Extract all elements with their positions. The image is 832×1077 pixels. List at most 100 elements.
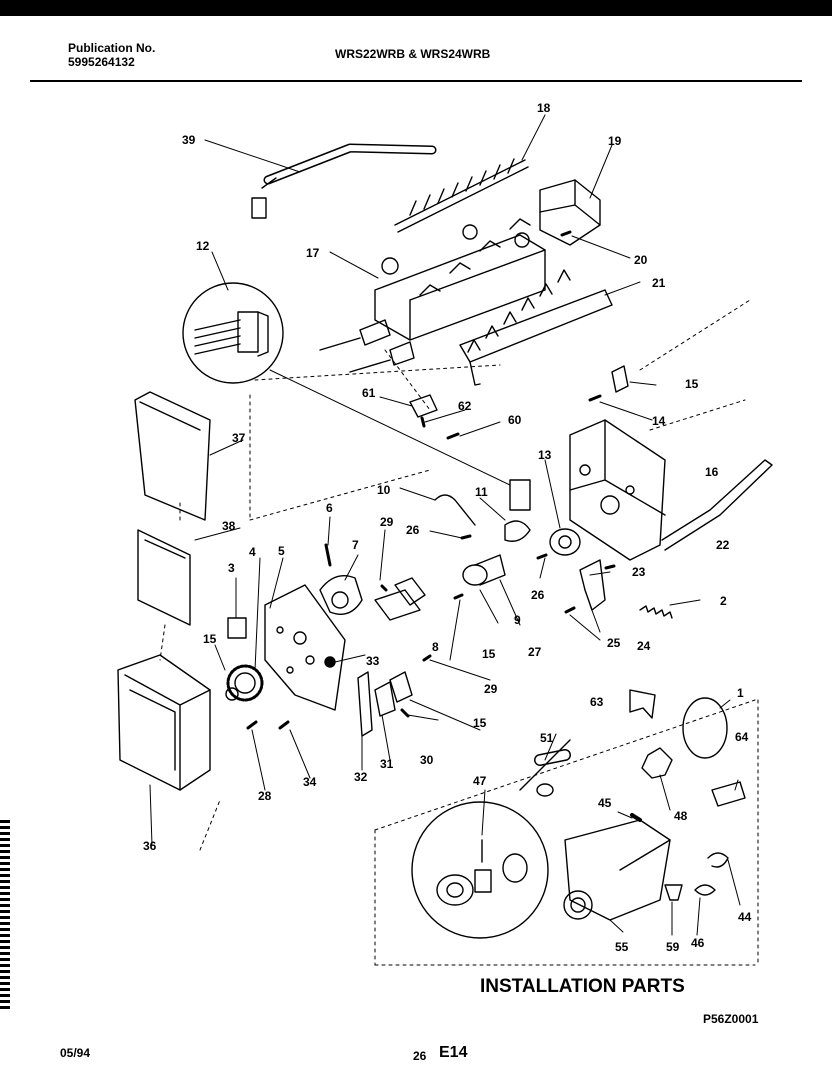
callout-62: 62 — [458, 399, 472, 413]
part-18-ejector — [394, 158, 529, 233]
part-19-mold-cover — [539, 179, 601, 246]
footer-page-number: 26 — [413, 1049, 427, 1063]
part-36-front-cover — [117, 654, 211, 791]
part-15-switch-c — [611, 365, 629, 393]
callout-7: 7 — [352, 538, 359, 552]
callout-25: 25 — [607, 636, 621, 650]
part-17-ice-mold — [319, 218, 546, 373]
callout-2: 2 — [720, 594, 727, 608]
part-21-heater — [459, 269, 613, 386]
callout-36: 36 — [143, 839, 157, 853]
callout-10: 10 — [377, 483, 391, 497]
callout-11: 11 — [475, 485, 488, 499]
publication-label: Publication No. — [68, 41, 156, 55]
part-7-motor — [319, 575, 363, 615]
part-9-shutoff-arm — [462, 554, 506, 586]
callout-33: 33 — [366, 654, 380, 668]
part-12-connector-detail — [182, 282, 284, 384]
callout-9: 9 — [514, 613, 521, 627]
top-black-band — [0, 0, 832, 16]
callout-17: 17 — [306, 246, 320, 260]
leader-lines — [149, 114, 741, 936]
callout-13: 13 — [538, 448, 552, 462]
callout-48: 48 — [674, 809, 688, 823]
callout-61: 61 — [362, 386, 376, 400]
screws — [246, 230, 616, 730]
callout-51: 51 — [540, 731, 554, 745]
callout-34: 34 — [303, 775, 317, 789]
header-rule — [30, 80, 802, 82]
callout-5: 5 — [278, 544, 285, 558]
callout-26-left: 26 — [406, 523, 420, 537]
callout-21: 21 — [652, 276, 666, 290]
callout-16: 16 — [705, 465, 719, 479]
callout-55: 55 — [615, 940, 629, 954]
callout-63: 63 — [590, 695, 604, 709]
part-15-switch-a — [394, 577, 426, 606]
callout-35: 15 — [203, 632, 217, 646]
callout-19: 19 — [608, 134, 622, 148]
part-24-lever — [579, 559, 606, 611]
part-38-instruction-sheet — [137, 529, 191, 626]
callout-18: 18 — [537, 101, 551, 115]
callout-39: 39 — [182, 133, 196, 147]
callout-1: 1 — [737, 686, 744, 700]
publication-number: 5995264132 — [68, 55, 135, 69]
part-32-bracket — [357, 671, 373, 737]
callout-8: 8 — [432, 640, 439, 654]
callout-12: 12 — [196, 239, 210, 253]
callout-15-top: 15 — [685, 377, 699, 391]
part-8-switch — [374, 589, 421, 621]
callout-24: 24 — [637, 639, 651, 653]
figure-code: P56Z0001 — [703, 1012, 759, 1026]
part-39-wire-harness — [251, 143, 437, 219]
callout-4: 4 — [249, 545, 256, 559]
callout-20: 20 — [634, 253, 648, 267]
scan-edge-marks — [0, 820, 10, 1010]
callout-59: 59 — [666, 940, 680, 954]
model-numbers: WRS22WRB & WRS24WRB — [335, 47, 491, 61]
part-16-support — [569, 419, 666, 561]
callout-47: 47 — [473, 774, 487, 788]
part-15-switch-top — [509, 479, 531, 511]
part-11-clip — [504, 520, 531, 542]
callout-29-lower: 29 — [484, 682, 498, 696]
callout-14: 14 — [652, 414, 666, 428]
callout-23: 23 — [632, 565, 646, 579]
callout-26-right: 26 — [531, 588, 545, 602]
part-5-mounting-plate — [264, 584, 346, 711]
part-13-cam — [549, 528, 581, 556]
part-37-manual — [134, 391, 211, 521]
part-2-spring — [639, 605, 673, 619]
callout-31: 31 — [380, 757, 394, 771]
part-31-cam-follower — [374, 681, 396, 717]
part-3-label — [227, 617, 247, 639]
callout-6: 6 — [326, 501, 333, 515]
part-4-gear — [225, 664, 264, 702]
part-61-bracket — [409, 394, 438, 418]
callout-30: 30 — [420, 753, 434, 767]
callout-15-mid: 15 — [482, 647, 496, 661]
part-10-spring — [434, 494, 476, 526]
callout-38: 38 — [222, 519, 236, 533]
installation-parts-group — [411, 689, 746, 939]
callout-37: 37 — [232, 431, 246, 445]
part-22-feeler-arm — [661, 459, 773, 551]
callout-46: 46 — [691, 936, 705, 950]
callout-64: 64 — [735, 730, 749, 744]
callout-60: 60 — [508, 413, 522, 427]
callout-45: 45 — [598, 796, 612, 810]
callout-29-upper: 29 — [380, 515, 394, 529]
callout-15-low: 15 — [473, 716, 487, 730]
callout-44: 44 — [738, 910, 752, 924]
callout-3: 3 — [228, 561, 235, 575]
callout-27: 27 — [528, 645, 542, 659]
callout-28: 28 — [258, 789, 272, 803]
installation-parts-title: INSTALLATION PARTS — [480, 976, 685, 997]
footer-section: E14 — [439, 1044, 468, 1061]
footer-date: 05/94 — [60, 1046, 91, 1060]
callout-22: 22 — [716, 538, 730, 552]
part-6-screw — [324, 543, 332, 567]
part-15-switch-b — [389, 671, 413, 703]
